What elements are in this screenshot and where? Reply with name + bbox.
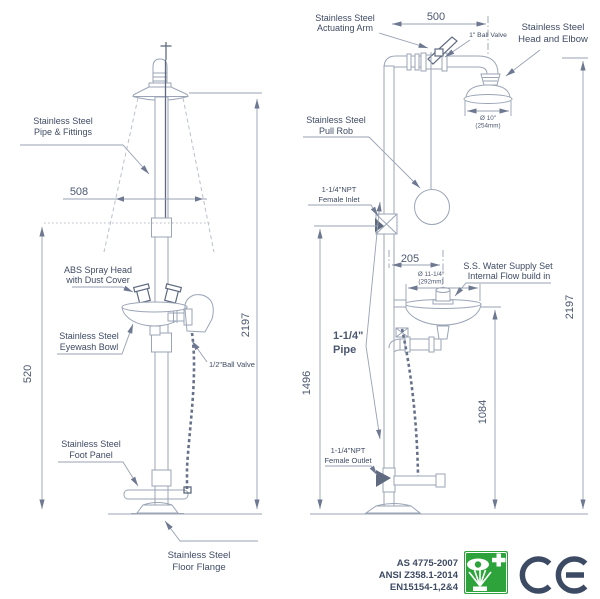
side-dimensions: 500 Ø 10" (254mm) 205 Ø 11-1/4" (292mm) … [301, 11, 588, 509]
label-pipe-fittings-2: Pipe & Fittings [34, 127, 93, 137]
pull-chain-side [400, 328, 420, 477]
standard-ansi: ANSI Z358.1-2014 [379, 570, 459, 581]
label-abs-spray-2: with Dust Cover [65, 275, 130, 285]
label-foot-panel-2: Foot Panel [69, 450, 113, 460]
label-floor-flange-1: Stainless Steel [168, 550, 231, 561]
dim-total-height-front: 2197 [240, 313, 252, 337]
label-one-inch-ball-valve: 1" Ball Valve [469, 32, 507, 39]
eyewash-assembly-front [121, 283, 214, 336]
eyewash-sign-icon [464, 551, 508, 594]
label-floor-flange-2: Floor Flange [172, 562, 225, 573]
label-water-supply-2: Internal Flow build in [468, 271, 551, 281]
spray-pattern-lines [44, 97, 215, 253]
certifications-block: AS 4775-2007 ANSI Z358.1-2014 EN15154-1,… [379, 551, 588, 594]
label-foot-panel-1: Stainless Steel [61, 439, 121, 449]
dim-bowl-diameter-mm: (292mm) [418, 279, 443, 286]
label-water-supply-1: S.S. Water Supply Set [463, 261, 553, 271]
label-pull-rob-1: Stainless Steel [306, 115, 366, 125]
dim-lower-height: 520 [22, 365, 34, 383]
ball-valve-actuator [420, 36, 458, 72]
label-abs-spray-1: ABS Spray Head [64, 265, 132, 275]
side-view-drawing: 500 Ø 10" (254mm) 205 Ø 11-1/4" (292mm) … [301, 11, 588, 515]
front-dimensions: 2197 520 508 [22, 92, 262, 509]
outlet-valve [376, 470, 391, 487]
front-labels: Stainless Steel Pipe & Fittings ABS Spra… [20, 116, 258, 573]
standard-as: AS 4775-2007 [397, 558, 458, 569]
dim-bowl-height: 1084 [477, 400, 489, 424]
label-eyewash-bowl-2: Eyewash Bowl [60, 342, 119, 352]
riser-pipe-front [151, 60, 172, 507]
dim-bowl-diameter: Ø 11-1/4" [418, 271, 444, 278]
dim-spray-width: 508 [70, 186, 88, 198]
ce-mark [519, 556, 588, 594]
label-head-elbow-2: Head and Elbow [518, 34, 588, 45]
label-female-outlet-2: Female Outlet [324, 456, 372, 465]
dim-inlet-height: 1496 [301, 371, 313, 395]
label-actuating-arm-2: Actuating Arm [317, 23, 373, 33]
dim-total-height-side: 2197 [564, 295, 576, 319]
label-half-ball-valve: 1/2"Ball Valve [209, 360, 255, 369]
side-labels: Stainless Steel Actuating Arm 1" Ball Va… [303, 13, 588, 476]
shower-head-front [132, 42, 189, 101]
label-female-inlet-1: 1-1/4"NPT [322, 185, 357, 194]
dim-bowl-offset: 205 [401, 253, 419, 265]
label-eyewash-bowl-1: Stainless Steel [59, 331, 119, 341]
dim-head-diameter: Ø 10" [480, 115, 496, 122]
label-actuating-arm-1: Stainless Steel [315, 13, 375, 23]
label-female-outlet-1: 1-1/4"NPT [331, 446, 366, 455]
flag-handle [184, 294, 214, 333]
shower-head-side [463, 55, 513, 104]
label-pipe-size-1: 1-1/4" [333, 330, 363, 342]
standard-en: EN15154-1,2&4 [390, 582, 459, 593]
dim-head-diameter-mm: (254mm) [475, 123, 500, 130]
pull-rod-ring [414, 52, 450, 225]
front-view-drawing: 2197 520 508 Stainless Steel Pipe & Fitt… [20, 42, 262, 573]
dim-top-width: 500 [427, 11, 445, 23]
pull-chain-front [185, 332, 196, 489]
label-pipe-fittings-1: Stainless Steel [33, 116, 93, 126]
label-pipe-size-2: Pipe [333, 344, 356, 356]
label-pull-rob-2: Pull Rob [319, 126, 353, 136]
label-head-elbow-1: Stainless Steel [522, 22, 585, 33]
eyewash-assembly-side [388, 287, 482, 353]
foot-assembly-front [108, 486, 262, 515]
label-female-inlet-2: Female Inlet [318, 195, 360, 204]
water-spray-icon [468, 569, 492, 587]
inlet-fitting [375, 213, 398, 235]
foot-assembly-side [310, 467, 588, 515]
